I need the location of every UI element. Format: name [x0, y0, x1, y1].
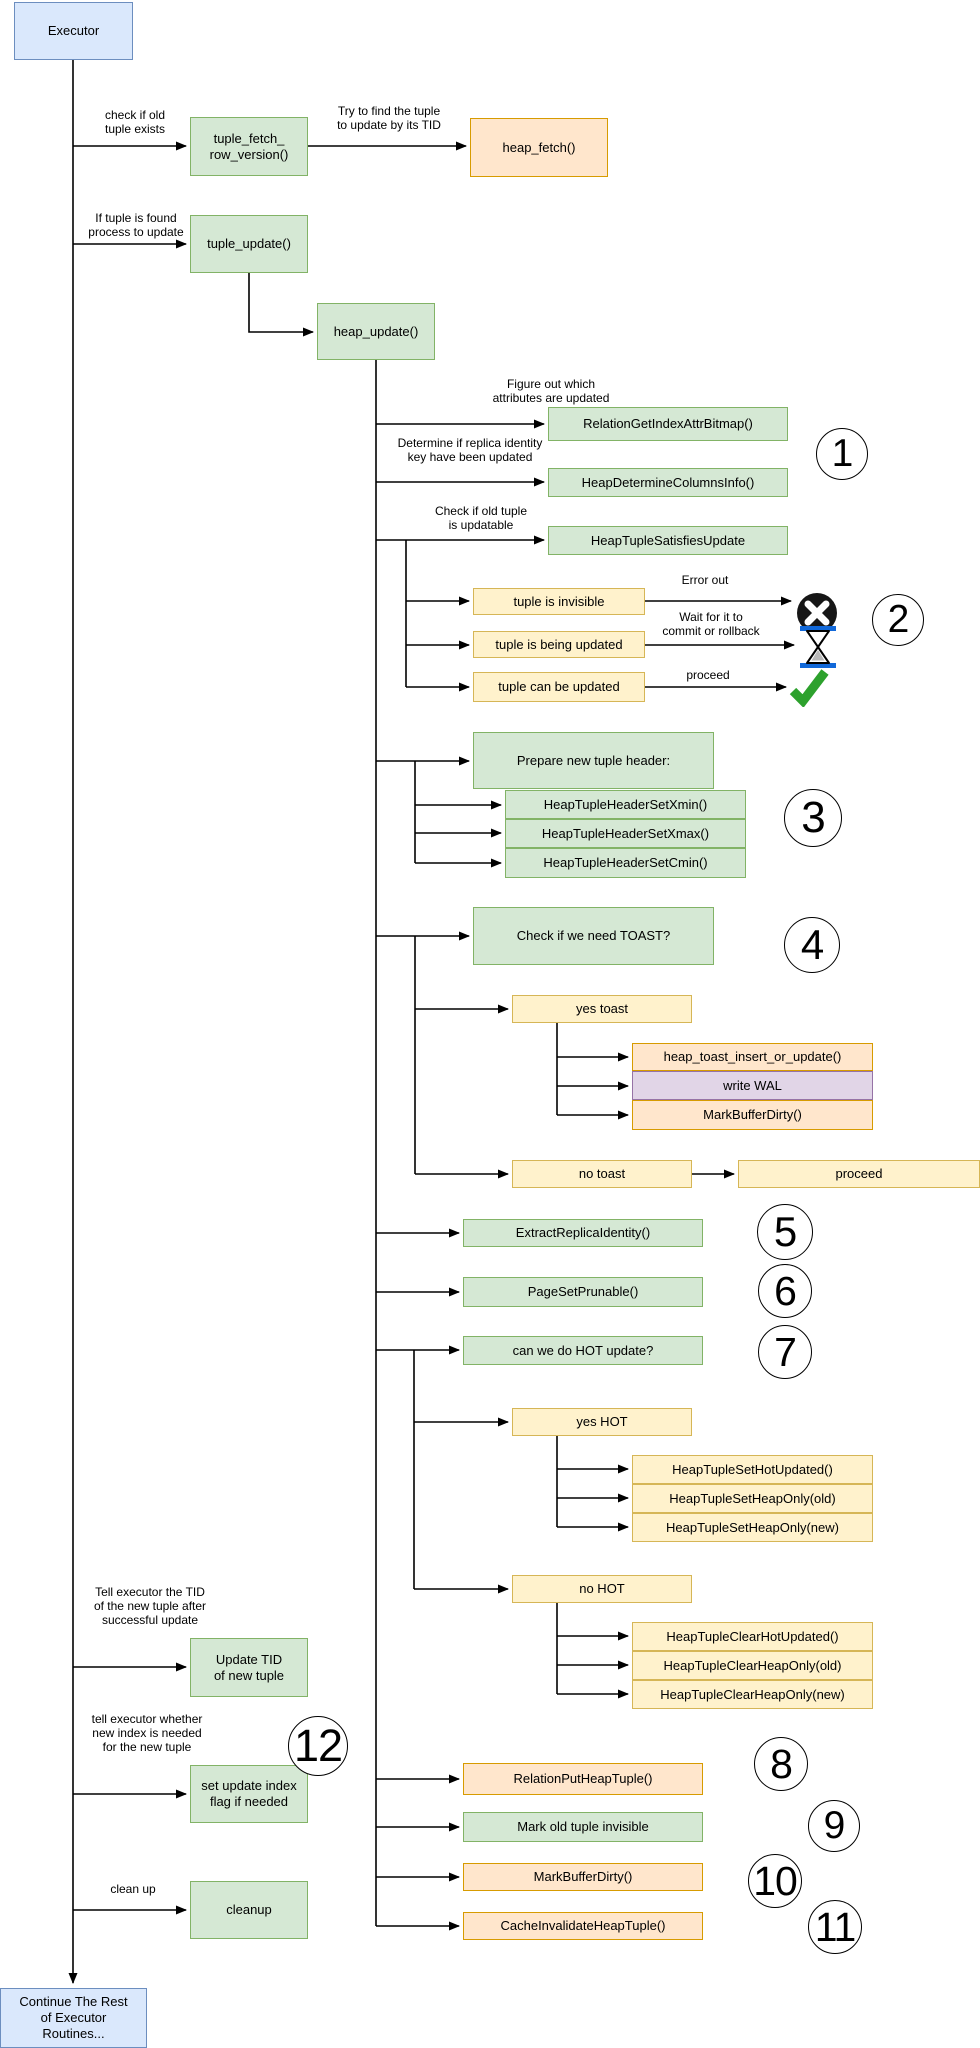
step-badge-10: 10: [748, 1854, 802, 1908]
node-executor: Executor: [14, 2, 133, 60]
step-badge-5: 5: [757, 1204, 813, 1260]
node-tuple-can-be-updated: tuple can be updated: [473, 672, 645, 702]
step-badge-7: 7: [758, 1325, 812, 1379]
node-mark-buffer-dirty-2: MarkBufferDirty(): [463, 1863, 703, 1891]
error-icon: [797, 593, 837, 633]
hourglass-icon: [800, 626, 836, 668]
step-badge-9: 9: [808, 1800, 860, 1852]
node-extract-replica-identity: ExtractReplicaIdentity(): [463, 1219, 703, 1247]
node-heap-toast-insert-or-update: heap_toast_insert_or_update(): [632, 1043, 873, 1071]
node-heap-fetch: heap_fetch(): [470, 118, 608, 177]
edge-label: tell executor whether new index is neede…: [91, 1712, 203, 1755]
node-write-wal: write WAL: [632, 1071, 873, 1100]
step-badge-11: 11: [808, 1900, 862, 1954]
node-proceed: proceed: [738, 1160, 980, 1188]
node-yes-hot: yes HOT: [512, 1408, 692, 1436]
node-tuple-is-invisible: tuple is invisible: [473, 588, 645, 615]
node-can-we-do-hot-update: can we do HOT update?: [463, 1336, 703, 1365]
node-prepare-new-tuple-header: Prepare new tuple header:: [473, 732, 714, 789]
edge-label: check if old tuple exists: [104, 108, 166, 137]
node-update-tid-of-new-tuple: Update TID of new tuple: [190, 1638, 308, 1697]
edge-label: Determine if replica identity key have b…: [397, 436, 543, 465]
node-set-update-index-flag: set update index flag if needed: [190, 1765, 308, 1823]
node-heap-tuple-header-set-cmin: HeapTupleHeaderSetCmin(): [505, 848, 746, 878]
node-heap-update: heap_update(): [317, 303, 435, 360]
edge-label: If tuple is found process to update: [88, 211, 184, 240]
node-no-toast: no toast: [512, 1160, 692, 1188]
step-badge-12: 12: [288, 1716, 348, 1776]
step-badge-8: 8: [754, 1737, 808, 1791]
flow-connector: [248, 273, 314, 337]
check-icon: [789, 669, 829, 707]
step-badge-2: 2: [872, 594, 924, 646]
node-heap-determine-columns-info: HeapDetermineColumnsInfo(): [548, 468, 788, 497]
edge-label: clean up: [110, 1882, 156, 1896]
node-heap-tuple-set-heap-only-old: HeapTupleSetHeapOnly(old): [632, 1484, 873, 1513]
node-heap-tuple-clear-heap-only-old: HeapTupleClearHeapOnly(old): [632, 1651, 873, 1680]
node-continue-rest: Continue The Rest of Executor Routines..…: [0, 1988, 147, 2048]
node-heap-tuple-set-heap-only-new: HeapTupleSetHeapOnly(new): [632, 1513, 873, 1542]
node-page-set-prunable: PageSetPrunable(): [463, 1277, 703, 1307]
node-check-if-we-need-toast: Check if we need TOAST?: [473, 907, 714, 965]
node-heap-tuple-header-set-xmax: HeapTupleHeaderSetXmax(): [505, 819, 746, 848]
node-cleanup: cleanup: [190, 1881, 308, 1939]
node-tuple-fetch-row-version: tuple_fetch_ row_version(): [190, 117, 308, 176]
edge-label: Wait for it to commit or rollback: [662, 610, 760, 639]
edge-label: Check if old tuple is updatable: [434, 504, 528, 533]
step-badge-3: 3: [784, 789, 842, 847]
edge-label: Error out: [681, 573, 729, 587]
node-heap-tuple-set-hot-updated: HeapTupleSetHotUpdated(): [632, 1455, 873, 1484]
node-cache-invalidate-heap-tuple: CacheInvalidateHeapTuple(): [463, 1912, 703, 1940]
node-yes-toast: yes toast: [512, 995, 692, 1023]
node-tuple-update: tuple_update(): [190, 215, 308, 273]
node-mark-buffer-dirty-toast: MarkBufferDirty(): [632, 1100, 873, 1130]
node-heap-tuple-header-set-xmin: HeapTupleHeaderSetXmin(): [505, 790, 746, 819]
node-tuple-is-being-updated: tuple is being updated: [473, 631, 645, 658]
step-badge-4: 4: [784, 917, 840, 973]
node-mark-old-tuple-invisible: Mark old tuple invisible: [463, 1812, 703, 1842]
step-badge-6: 6: [758, 1264, 812, 1318]
edge-label: Figure out which attributes are updated: [492, 377, 610, 406]
node-heap-tuple-satisfies-update: HeapTupleSatisfiesUpdate: [548, 526, 788, 555]
node-relation-put-heap-tuple: RelationPutHeapTuple(): [463, 1763, 703, 1795]
node-relation-get-index-attr-bitmap: RelationGetIndexAttrBitmap(): [548, 407, 788, 441]
node-heap-tuple-clear-hot-updated: HeapTupleClearHotUpdated(): [632, 1622, 873, 1651]
edge-label: proceed: [686, 668, 730, 682]
step-badge-1: 1: [816, 428, 868, 480]
node-no-hot: no HOT: [512, 1575, 692, 1603]
edge-label: Try to find the tuple to update by its T…: [337, 104, 441, 133]
edge-label: Tell executor the TID of the new tuple a…: [93, 1585, 207, 1628]
node-heap-tuple-clear-heap-only-new: HeapTupleClearHeapOnly(new): [632, 1680, 873, 1709]
